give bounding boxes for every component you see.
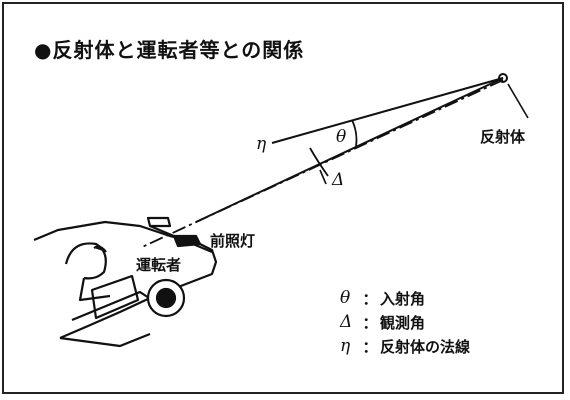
legend-colon: ： (362, 337, 378, 356)
legend-row: θ ： 入射角 (340, 286, 470, 310)
diagram-title: ●反射体と運転者等との関係 (34, 38, 305, 62)
legend-row: Δ ： 観測角 (340, 310, 470, 334)
legend-text: 反射体の法線 (380, 337, 471, 356)
legend-symbol: η (340, 336, 351, 356)
legend-colon: ： (362, 313, 378, 332)
theta-arc (351, 119, 358, 147)
car-illustration (33, 216, 218, 348)
driver-label: 運転者 (136, 256, 182, 274)
legend-row: η ： 反射体の法線 (340, 334, 470, 358)
diagram-frame (2, 2, 564, 394)
headlight-label: 前照灯 (210, 232, 256, 250)
observation-ray (139, 79, 504, 249)
legend-symbol: Δ (340, 312, 353, 332)
legend-text: 入射角 (380, 289, 426, 308)
legend-text: 観測角 (380, 313, 426, 332)
delta-label: Δ (332, 170, 345, 190)
reflector-label: 反射体 (480, 128, 526, 146)
reflector-leader (507, 83, 529, 119)
legend-symbol: θ (340, 288, 351, 308)
legend: θ ： 入射角 Δ ： 観測角 η ： 反射体の法線 (340, 286, 470, 358)
theta-label: θ (336, 127, 347, 147)
eta-label: η (256, 134, 267, 154)
normal-line (271, 77, 504, 144)
delta-arc (309, 147, 329, 177)
legend-colon: ： (362, 289, 378, 308)
